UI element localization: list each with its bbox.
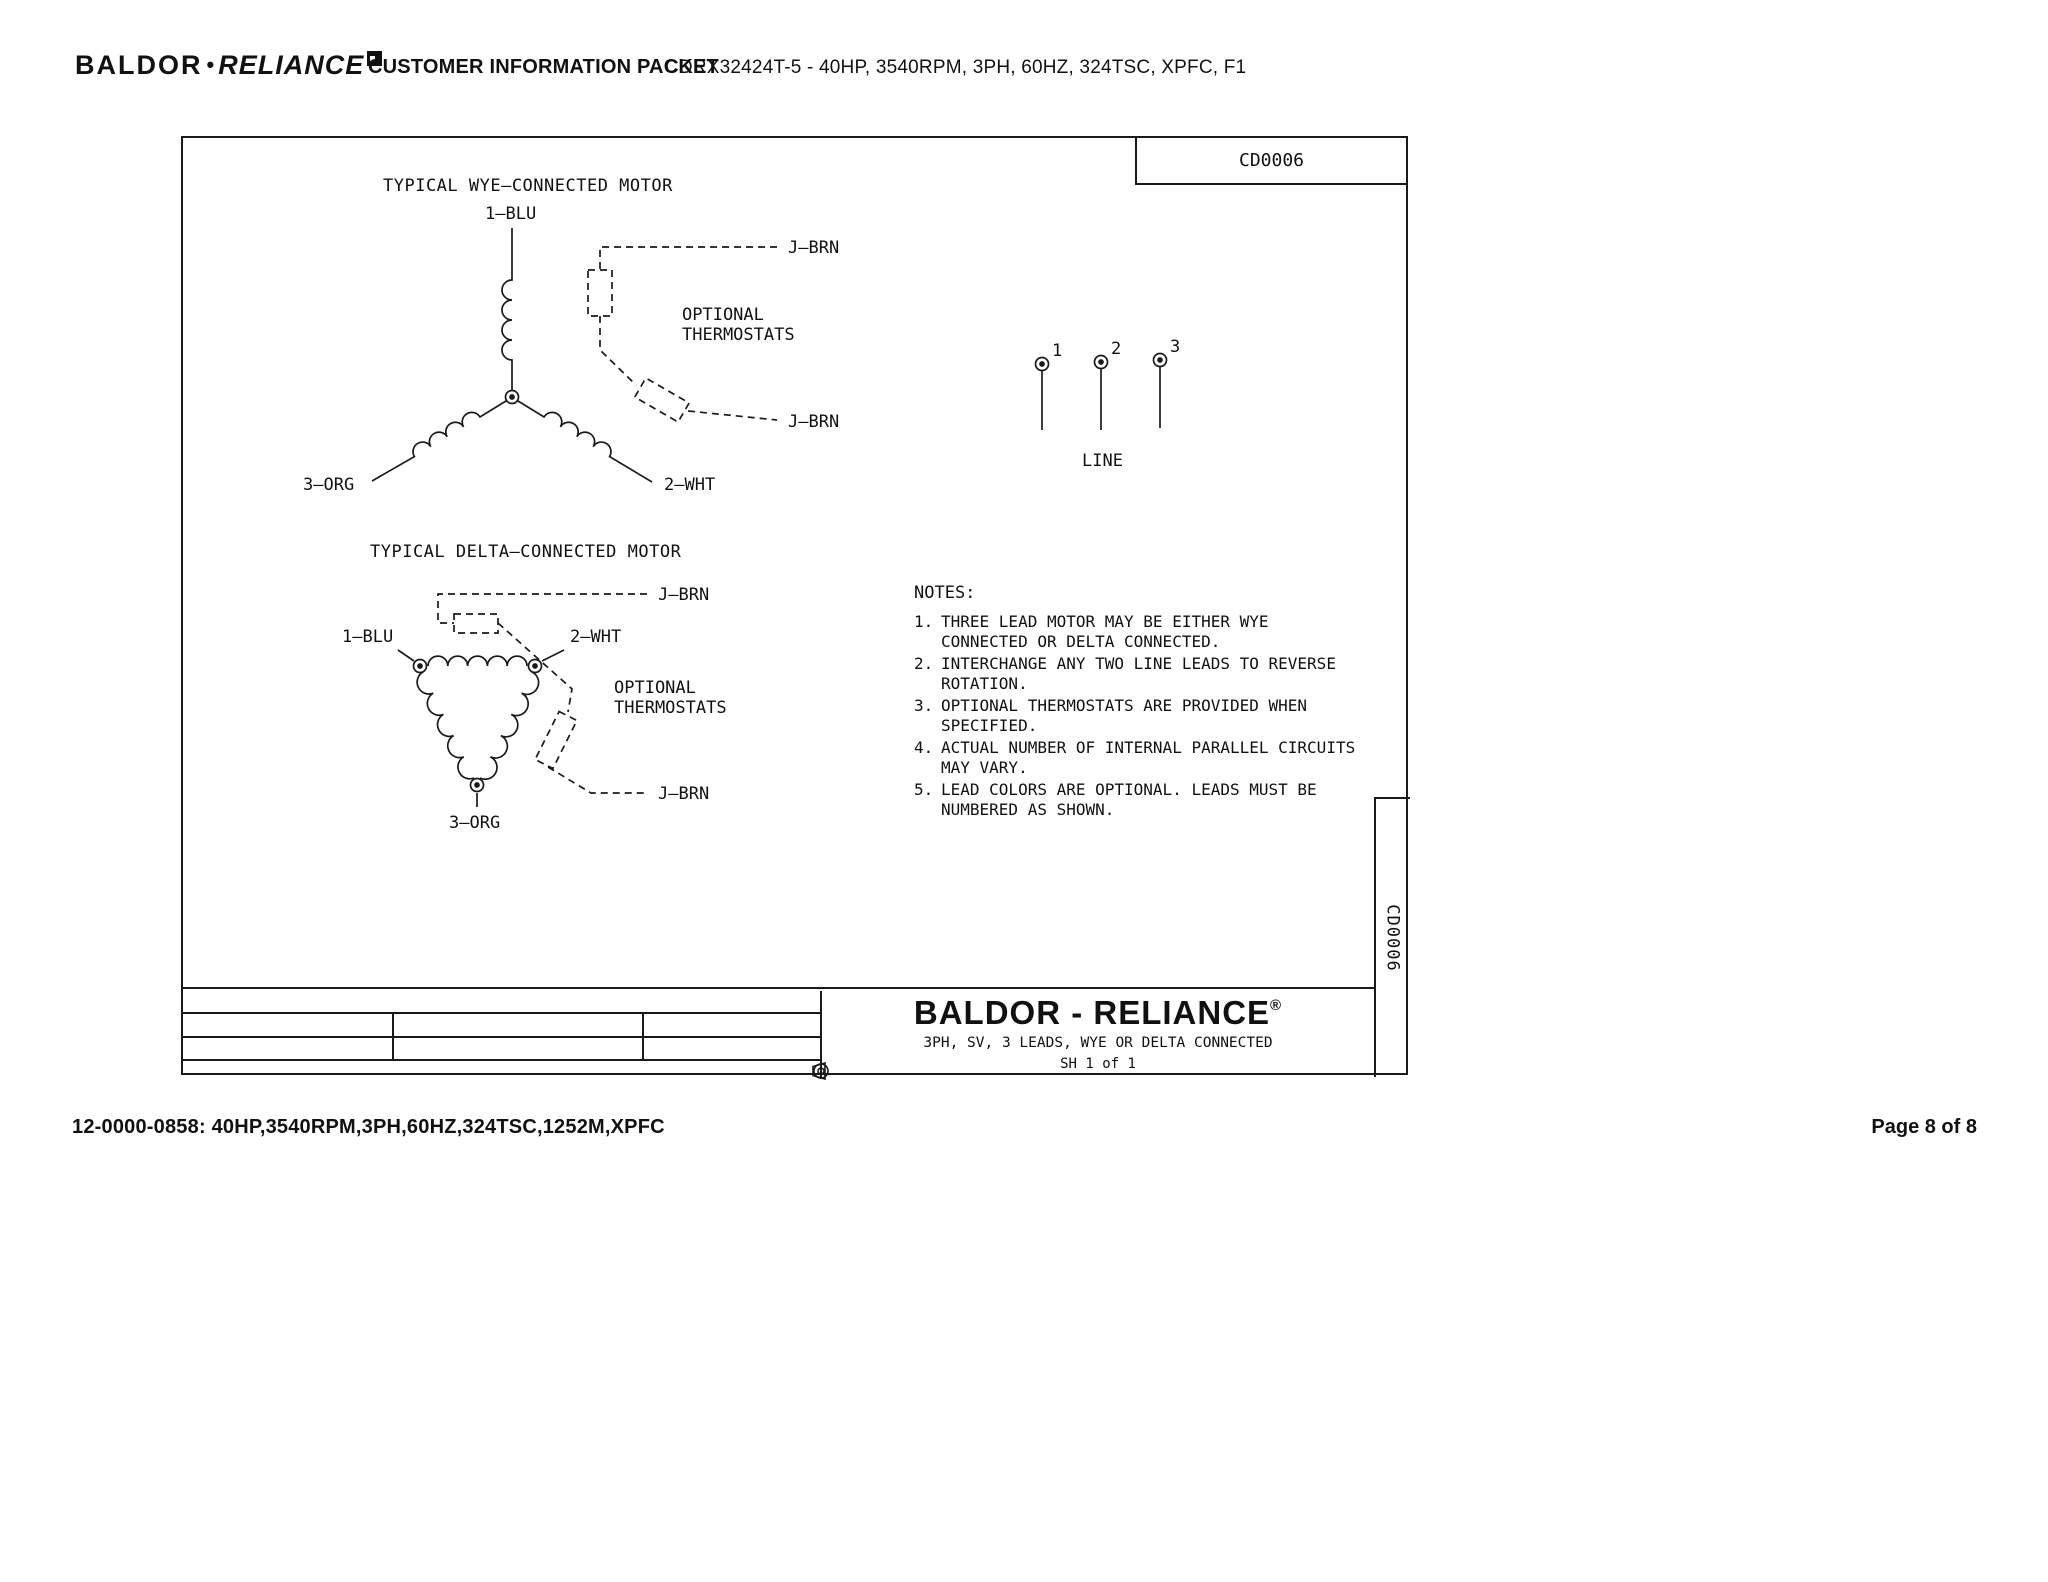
wye-thermostat-1-icon xyxy=(587,269,613,317)
note-item: 4. ACTUAL NUMBER OF INTERNAL PARALLEL CI… xyxy=(914,738,1400,778)
title-block: REV. DESC: ADD CLASS CONN00000007 REV. L… xyxy=(183,987,1374,1080)
note-item: 5. LEAD COLORS ARE OPTIONAL. LEADS MUST … xyxy=(914,780,1400,820)
notes-section: NOTES: 1. THREE LEAD MOTOR MAY BE EITHER… xyxy=(914,583,1400,822)
wye-jbrn-top-label: J—BRN xyxy=(788,238,840,258)
note-text: THREE LEAD MOTOR MAY BE EITHER WYE CONNE… xyxy=(941,612,1269,651)
delta-lead2-label: 2—WHT xyxy=(570,627,622,647)
delta-thermostat-1-icon xyxy=(453,613,499,634)
wye-jbrn-bottom-label: J—BRN xyxy=(788,412,840,432)
note-text: OPTIONAL THERMOSTATS ARE PROVIDED WHEN S… xyxy=(941,696,1308,735)
side-tab-drawing-number: CD0006 xyxy=(1383,904,1404,972)
note-number: 4. xyxy=(914,738,934,757)
mtl-row: MTL: — xyxy=(183,1061,829,1080)
line-terminals-diagram xyxy=(1034,352,1168,430)
company-name-text: BALDOR - RELIANCE xyxy=(913,994,1271,1031)
note-text: INTERCHANGE ANY TWO LINE LEADS TO REVERS… xyxy=(941,654,1336,693)
delta-terminal-1-icon xyxy=(412,658,428,674)
line-terminal-3-label: 3 xyxy=(1170,337,1181,357)
projection-angle-icon xyxy=(812,1062,826,1080)
document-type-title: CUSTOMER INFORMATION PACKET xyxy=(368,56,719,78)
wiring-diagram-svg xyxy=(371,228,1168,807)
wye-thermostat-circuit xyxy=(587,246,778,424)
note-number: 3. xyxy=(914,696,934,715)
title-block-left: REV. DESC: ADD CLASS CONN00000007 REV. L… xyxy=(183,991,829,1080)
note-item: 2. INTERCHANGE ANY TWO LINE LEADS TO REV… xyxy=(914,654,1400,694)
line-terminal-1-label: 1 xyxy=(1052,341,1063,361)
delta-thermostat-2-icon xyxy=(533,710,579,770)
note-number: 5. xyxy=(914,780,934,799)
delta-motor-diagram xyxy=(397,649,565,807)
wye-title: TYPICAL WYE—CONNECTED MOTOR xyxy=(383,176,673,196)
logo-mark-icon xyxy=(367,51,383,66)
page-number: Page 8 of 8 xyxy=(1871,1116,1977,1138)
rev-desc-row: REV. DESC: ADD CLASS CONN00000007 xyxy=(183,991,822,1014)
note-item: 3. OPTIONAL THERMOSTATS ARE PROVIDED WHE… xyxy=(914,696,1400,736)
drawing-frame: CD0006 TYPICAL WYE—CONNECTED MOTOR 1—BLU… xyxy=(181,136,1410,1080)
company-name: BALDOR - RELIANCE® xyxy=(822,994,1374,1032)
product-description: CDRX32424T-5 - 40HP, 3540RPM, 3PH, 60HZ,… xyxy=(665,57,1247,78)
logo-separator-dot: • xyxy=(206,52,215,77)
note-text: ACTUAL NUMBER OF INTERNAL PARALLEL CIRCU… xyxy=(941,738,1356,777)
wye-lead1-label: 1—BLU xyxy=(485,204,537,224)
line-terminal-2-label: 2 xyxy=(1111,339,1122,359)
delta-thermostat-circuit xyxy=(437,593,647,794)
title-block-right: BALDOR - RELIANCE® 3PH, SV, 3 LEADS, WYE… xyxy=(822,991,1374,1079)
drawing-description: 3PH, SV, 3 LEADS, WYE OR DELTA CONNECTED xyxy=(923,1035,1273,1051)
baldor-reliance-logo: BALDOR•RELIANCE xyxy=(75,50,383,81)
delta-lead1-label: 1—BLU xyxy=(342,627,394,647)
wye-thermostat-2-icon xyxy=(633,376,691,424)
side-tab: CD0006 xyxy=(1374,797,1410,1077)
delta-jbrn-top-label: J—BRN xyxy=(658,585,710,605)
file-row: FILE: \AAA\00005\141 REVISED: 10:24:49 0… xyxy=(183,1038,822,1061)
note-number: 2. xyxy=(914,654,934,673)
footer-catalog-line: 12-0000-0858: 40HP,3540RPM,3PH,60HZ,324T… xyxy=(72,1116,665,1138)
delta-title: TYPICAL DELTA—CONNECTED MOTOR xyxy=(370,542,682,562)
notes-title: NOTES: xyxy=(914,583,976,603)
wye-lead2-label: 2—WHT xyxy=(664,475,716,495)
line-label: LINE xyxy=(1082,451,1123,471)
delta-thermostats-label: OPTIONAL THERMOSTATS xyxy=(614,678,727,718)
note-number: 1. xyxy=(914,612,934,631)
drawing-number-box: CD0006 xyxy=(1135,138,1406,185)
logo-reliance-text: RELIANCE xyxy=(218,50,365,80)
registered-mark: ® xyxy=(1270,997,1283,1014)
rev-ltr-row: REV. LTR: E VERSION: 01 TDR: 00000109992… xyxy=(183,1014,822,1038)
wye-center-terminal-icon xyxy=(504,389,520,405)
wye-motor-diagram xyxy=(371,228,653,483)
logo-baldor-text: BALDOR xyxy=(75,50,203,80)
note-item: 1. THREE LEAD MOTOR MAY BE EITHER WYE CO… xyxy=(914,612,1400,652)
wye-thermostats-label: OPTIONAL THERMOSTATS xyxy=(682,305,795,345)
sheet-number: SH 1 of 1 xyxy=(1060,1056,1136,1072)
wye-lead3-label: 3—ORG xyxy=(303,475,355,495)
note-text: LEAD COLORS ARE OPTIONAL. LEADS MUST BE … xyxy=(941,780,1317,819)
delta-lead3-label: 3—ORG xyxy=(449,813,501,833)
delta-terminal-2-icon xyxy=(527,658,543,674)
delta-terminal-3-icon xyxy=(469,777,485,793)
delta-jbrn-bottom-label: J—BRN xyxy=(658,784,710,804)
